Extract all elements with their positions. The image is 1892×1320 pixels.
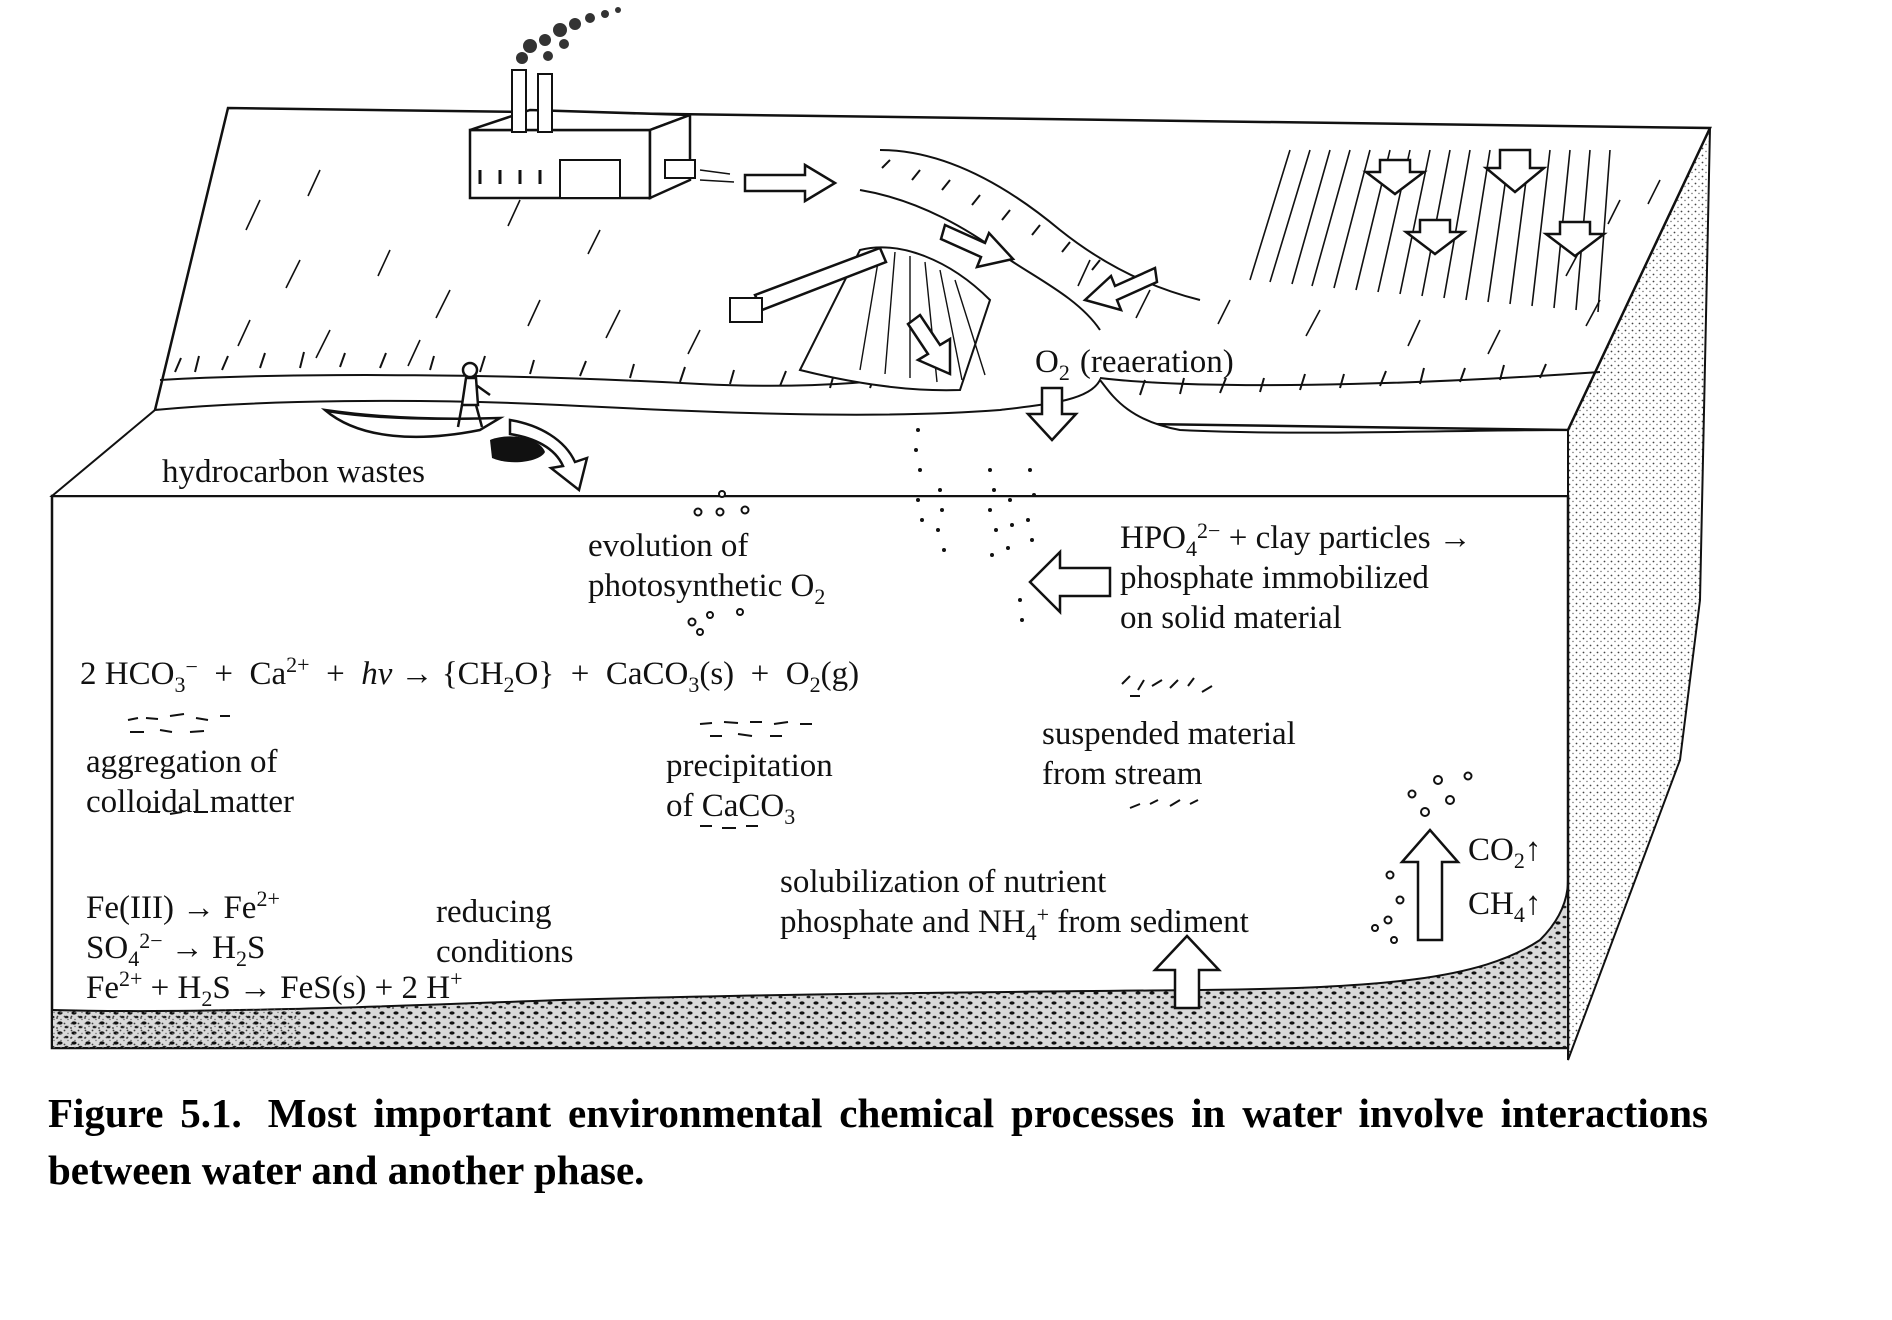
- lake-surface: [49, 378, 1569, 497]
- stream: [859, 149, 1201, 331]
- oil-spill: [490, 436, 545, 463]
- water-cross-section: [50, 494, 1570, 1050]
- figure-caption: Figure 5.1.Most important environmental …: [48, 1085, 1708, 1199]
- hpo4-label-line2: phosphate immobilized: [1120, 560, 1429, 596]
- effluent-arrow: [743, 162, 838, 204]
- reducing-label-line1: reducing: [436, 894, 551, 930]
- photosynthesis-bubbles: [687, 490, 750, 636]
- runoff-arrow-stream: [1082, 266, 1159, 312]
- figure-number: Figure 5.1.: [48, 1090, 242, 1136]
- ch4-label: CH4↑: [1468, 886, 1541, 927]
- smoke-plume: [516, 7, 621, 64]
- land-hatching: [237, 169, 1661, 367]
- shoreline-edge-right: [1099, 371, 1601, 387]
- precipitation-label-line1: precipitation: [666, 748, 833, 784]
- hydrocarbon-wastes-label: hydrocarbon wastes: [162, 454, 425, 490]
- reducing-label-line2: conditions: [436, 934, 574, 970]
- aggregation-label-line2: colloidal matter: [86, 784, 294, 820]
- boat: [320, 361, 589, 493]
- smokestack-1: [511, 69, 527, 133]
- runoff-arrows: [1362, 148, 1608, 258]
- phosphate-inflow-arrow: [1028, 548, 1112, 616]
- mine-tailings-heap: [729, 223, 1159, 392]
- solubilization-label-line2: phosphate and NH4+ from sediment: [780, 902, 1249, 945]
- evolution-label-line2: photosynthetic O2: [588, 568, 825, 609]
- nutrient-release-arrow: [1152, 934, 1222, 1010]
- suspended-label-line1: suspended material: [1042, 716, 1296, 752]
- factory: [468, 7, 838, 204]
- evolution-label-line1: evolution of: [588, 528, 748, 564]
- hpo4-label-line3: on solid material: [1120, 600, 1342, 636]
- aggregation-label-line1: aggregation of: [86, 744, 278, 780]
- iron-reaction-line1: Fe(III) → Fe2+: [86, 886, 280, 926]
- particle-clusters: [127, 675, 1213, 829]
- hpo4-label-line1: HPO42− + clay particles →: [1120, 518, 1472, 561]
- solubilization-label-line1: solubilization of nutrient: [780, 864, 1106, 900]
- iron-reaction-line3: Fe2+ + H2S → FeS(s) + 2 H+: [86, 966, 463, 1011]
- smokestack-2: [537, 73, 553, 133]
- gas-bubbles: [1371, 771, 1473, 944]
- bubble-trails: [914, 428, 1036, 622]
- reaeration-label: O2(reaeration): [1035, 344, 1234, 385]
- suspended-label-line2: from stream: [1042, 756, 1203, 792]
- caption-text: Most important environmental chemical pr…: [48, 1090, 1708, 1193]
- sediment-stipple: [52, 1008, 300, 1048]
- photosynthesis-equation: 2 HCO3− + Ca2+ + hν → {CH2O} + CaCO3(s) …: [80, 652, 859, 697]
- reaeration-arrow: [1025, 386, 1079, 442]
- gas-release-arrow: [1399, 828, 1461, 942]
- runoff-arrow-road: [939, 223, 1016, 269]
- environmental-chemistry-diagram: O2(reaeration) hydrocarbon wastes evolut…: [49, 7, 1712, 1061]
- iron-reaction-line2: SO42− → H2S: [86, 928, 265, 971]
- runoff-arrow-heap: [906, 313, 952, 376]
- waste-arrow: [508, 418, 589, 493]
- co2-label: CO2↑: [1468, 832, 1541, 873]
- precipitation-label-line2: of CaCO3: [666, 788, 795, 829]
- boatman: [456, 361, 491, 428]
